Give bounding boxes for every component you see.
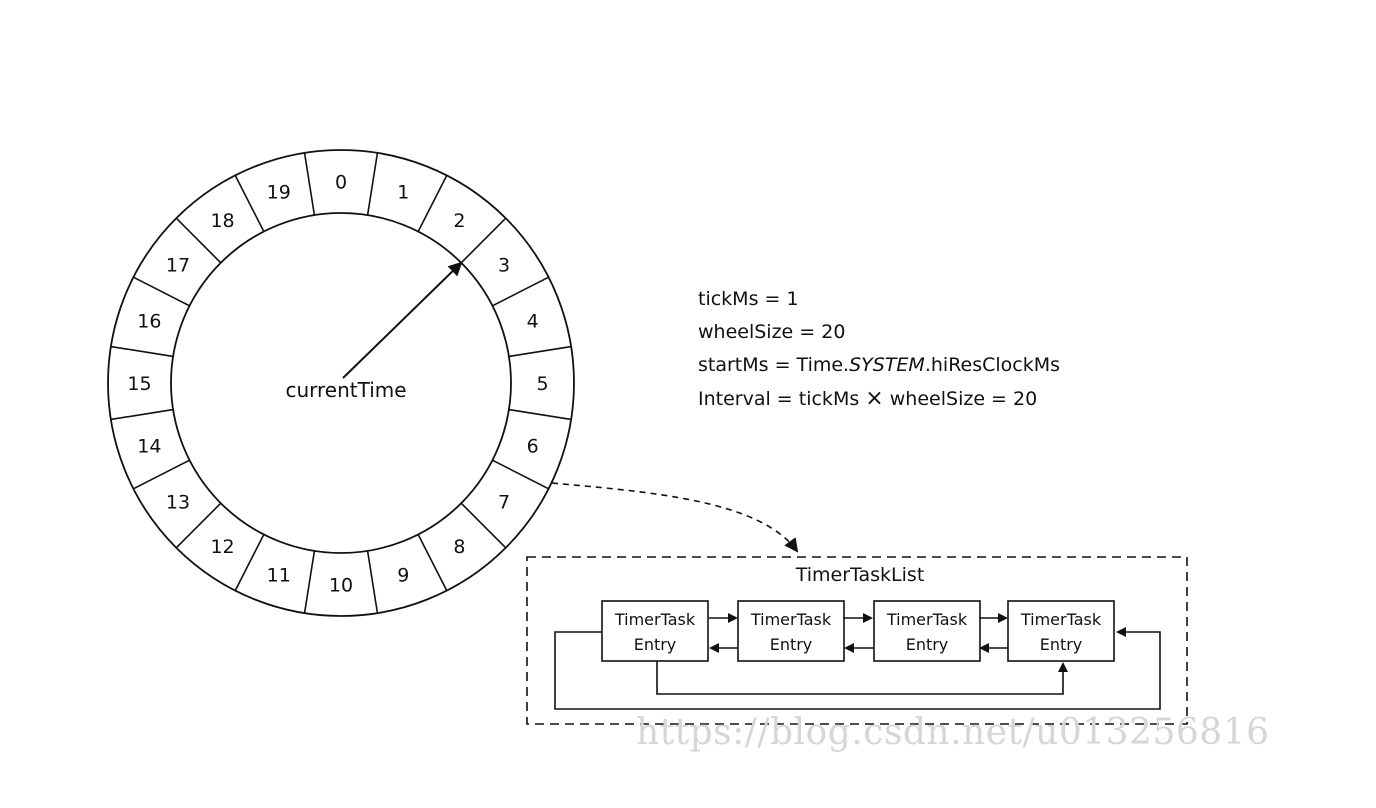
wheel-slot-9: 9: [397, 565, 409, 587]
wrap-link-outer-loop: [554, 627, 1161, 710]
slot-divider: [492, 459, 549, 490]
entry-links: [709, 613, 1008, 653]
wheel-slot-17: 17: [166, 255, 190, 277]
timer-task-entry-line1: TimerTask: [886, 610, 968, 629]
wheel-slot-19: 19: [267, 181, 291, 203]
current-time-label: currentTime: [285, 378, 406, 402]
wheel-slot-11: 11: [267, 565, 291, 587]
wheel-slot-14: 14: [137, 435, 161, 457]
slot-to-list-dashed-arrow: [551, 482, 799, 553]
start-ms-line: startMs = Time.SYSTEM.hiResClockMs: [698, 349, 1060, 382]
wheel-slot-6: 6: [527, 435, 539, 457]
wheel-inner-ring: [170, 212, 512, 554]
start-ms-prefix: startMs = Time.: [698, 354, 850, 376]
times-sign: ×: [865, 386, 884, 411]
timer-task-entry-line2: Entry: [770, 635, 813, 654]
timer-task-entry-box: [601, 600, 709, 662]
timer-task-list-title: TimerTaskList: [795, 564, 925, 586]
wheel-slot-3: 3: [498, 255, 510, 277]
slot-divider: [366, 550, 379, 614]
wheel-slot-18: 18: [210, 210, 234, 232]
wheel-slot-4: 4: [527, 311, 539, 333]
timer-task-entry-box: [873, 600, 981, 662]
slot-divider: [175, 217, 222, 264]
wheel-slot-2: 2: [453, 210, 465, 232]
start-ms-suffix: .hiResClockMs: [924, 354, 1061, 376]
timer-task-entry-line2: Entry: [634, 635, 677, 654]
slot-divider: [508, 345, 572, 358]
start-ms-italic: SYSTEM: [849, 354, 925, 376]
slot-divider: [460, 502, 507, 549]
slot-divider: [417, 534, 448, 591]
wheel-slot-15: 15: [127, 373, 151, 395]
wheel-slot-7: 7: [498, 491, 510, 513]
slot-divider: [508, 408, 572, 421]
wheel-slot-8: 8: [453, 536, 465, 558]
timer-task-entry-box: [737, 600, 845, 662]
slot-divider: [110, 345, 174, 358]
slot-divider: [175, 502, 222, 549]
current-time-pointer: [342, 261, 463, 379]
wheel-outer-ring: [107, 149, 575, 617]
timer-task-entry-line1: TimerTask: [614, 610, 696, 629]
slot-divider: [303, 152, 316, 216]
slot-divider: [492, 276, 549, 307]
slot-divider: [133, 459, 190, 490]
wheel-slot-5: 5: [536, 373, 548, 395]
slot-divider: [303, 550, 316, 614]
wheel-slot-13: 13: [166, 491, 190, 513]
wheel-slot-12: 12: [210, 536, 234, 558]
interval-suffix: wheelSize = 20: [889, 388, 1038, 410]
slot-divider: [110, 408, 174, 421]
tick-ms-line: tickMs = 1: [698, 288, 799, 310]
wheel-slot-10: 10: [329, 575, 353, 597]
wrap-link-first-to-last: [656, 661, 1068, 695]
timer-task-entry-box: [1007, 600, 1115, 662]
slot-divider: [366, 152, 379, 216]
interval-line: Interval = tickMs × wheelSize = 20: [698, 382, 1060, 416]
wheel-slot-0: 0: [335, 172, 347, 194]
wheel-size-line: wheelSize = 20: [698, 321, 846, 343]
slot-divider: [460, 217, 507, 264]
timer-task-entry-line2: Entry: [906, 635, 949, 654]
timer-task-entry-line1: TimerTask: [1020, 610, 1102, 629]
slot-divider: [133, 276, 190, 307]
slot-divider: [234, 534, 265, 591]
timer-task-list-container: [526, 556, 1188, 725]
wheel-parameters: tickMs = 1 wheelSize = 20 startMs = Time…: [698, 283, 1060, 416]
slot-divider: [417, 175, 448, 232]
wheel-slot-1: 1: [397, 181, 409, 203]
timer-task-entry-line1: TimerTask: [750, 610, 832, 629]
slot-divider: [234, 175, 265, 232]
interval-prefix: Interval = tickMs: [698, 388, 860, 410]
wheel-slot-16: 16: [137, 311, 161, 333]
timer-task-entry-line2: Entry: [1040, 635, 1083, 654]
watermark: https://blog.csdn.net/u013256816: [636, 712, 1270, 753]
